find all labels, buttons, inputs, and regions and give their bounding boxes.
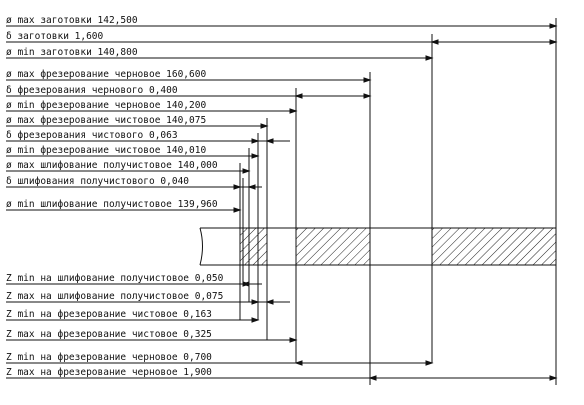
label-finish-milling-dmin: ø min фрезерование чистовое 140,010 bbox=[6, 145, 206, 156]
label-grinding-zmax: Z max на шлифование получистовое 0,075 bbox=[6, 291, 223, 302]
label-finish-milling-tolerance: δ фрезерования чистового 0,063 bbox=[6, 130, 178, 141]
label-grinding-tolerance: δ шлифования получистового 0,040 bbox=[6, 176, 189, 187]
hatched-zones bbox=[239, 227, 557, 266]
label-blank-dmax: ø max заготовки 142,500 bbox=[6, 15, 138, 26]
label-blank-dmin: ø min заготовки 140,800 bbox=[6, 47, 138, 58]
hatch-zone-finishing bbox=[239, 227, 268, 266]
label-rough-milling-dmax: ø max фрезерование черновое 160,600 bbox=[6, 69, 206, 80]
label-finish-milling-zmin: Z min на фрезерование чистовое 0,163 bbox=[6, 309, 212, 320]
bottom-dimension-lines bbox=[6, 281, 558, 381]
label-finish-milling-dmax: ø max фрезерование чистовое 140,075 bbox=[6, 115, 206, 126]
label-blank-tolerance: δ заготовки 1,600 bbox=[6, 31, 104, 42]
extension-lines bbox=[239, 18, 557, 385]
top-labels: ø max заготовки 142,500 δ заготовки 1,60… bbox=[6, 15, 218, 210]
label-rough-milling-dmin: ø min фрезерование черновое 140,200 bbox=[6, 100, 206, 111]
hatch-zone-blank bbox=[431, 227, 557, 266]
hatch-zone-roughing bbox=[295, 227, 371, 266]
label-grinding-dmax: ø max шлифование получистовое 140,000 bbox=[6, 160, 218, 171]
top-dimension-lines bbox=[6, 23, 558, 213]
label-grinding-zmin: Z min на шлифование получистовое 0,050 bbox=[6, 273, 224, 284]
label-grinding-dmin: ø min шлифование получистовое 139,960 bbox=[6, 199, 218, 210]
bottom-labels: Z min на шлифование получистовое 0,050 Z… bbox=[6, 273, 224, 378]
label-rough-milling-zmax: Z max на фрезерование черновое 1,900 bbox=[6, 367, 212, 378]
label-rough-milling-tolerance: δ фрезерования чернового 0,400 bbox=[6, 85, 178, 96]
label-rough-milling-zmin: Z min на фрезерование черновое 0,700 bbox=[6, 352, 212, 363]
label-finish-milling-zmax: Z max на фрезерование чистовое 0,325 bbox=[6, 329, 212, 340]
